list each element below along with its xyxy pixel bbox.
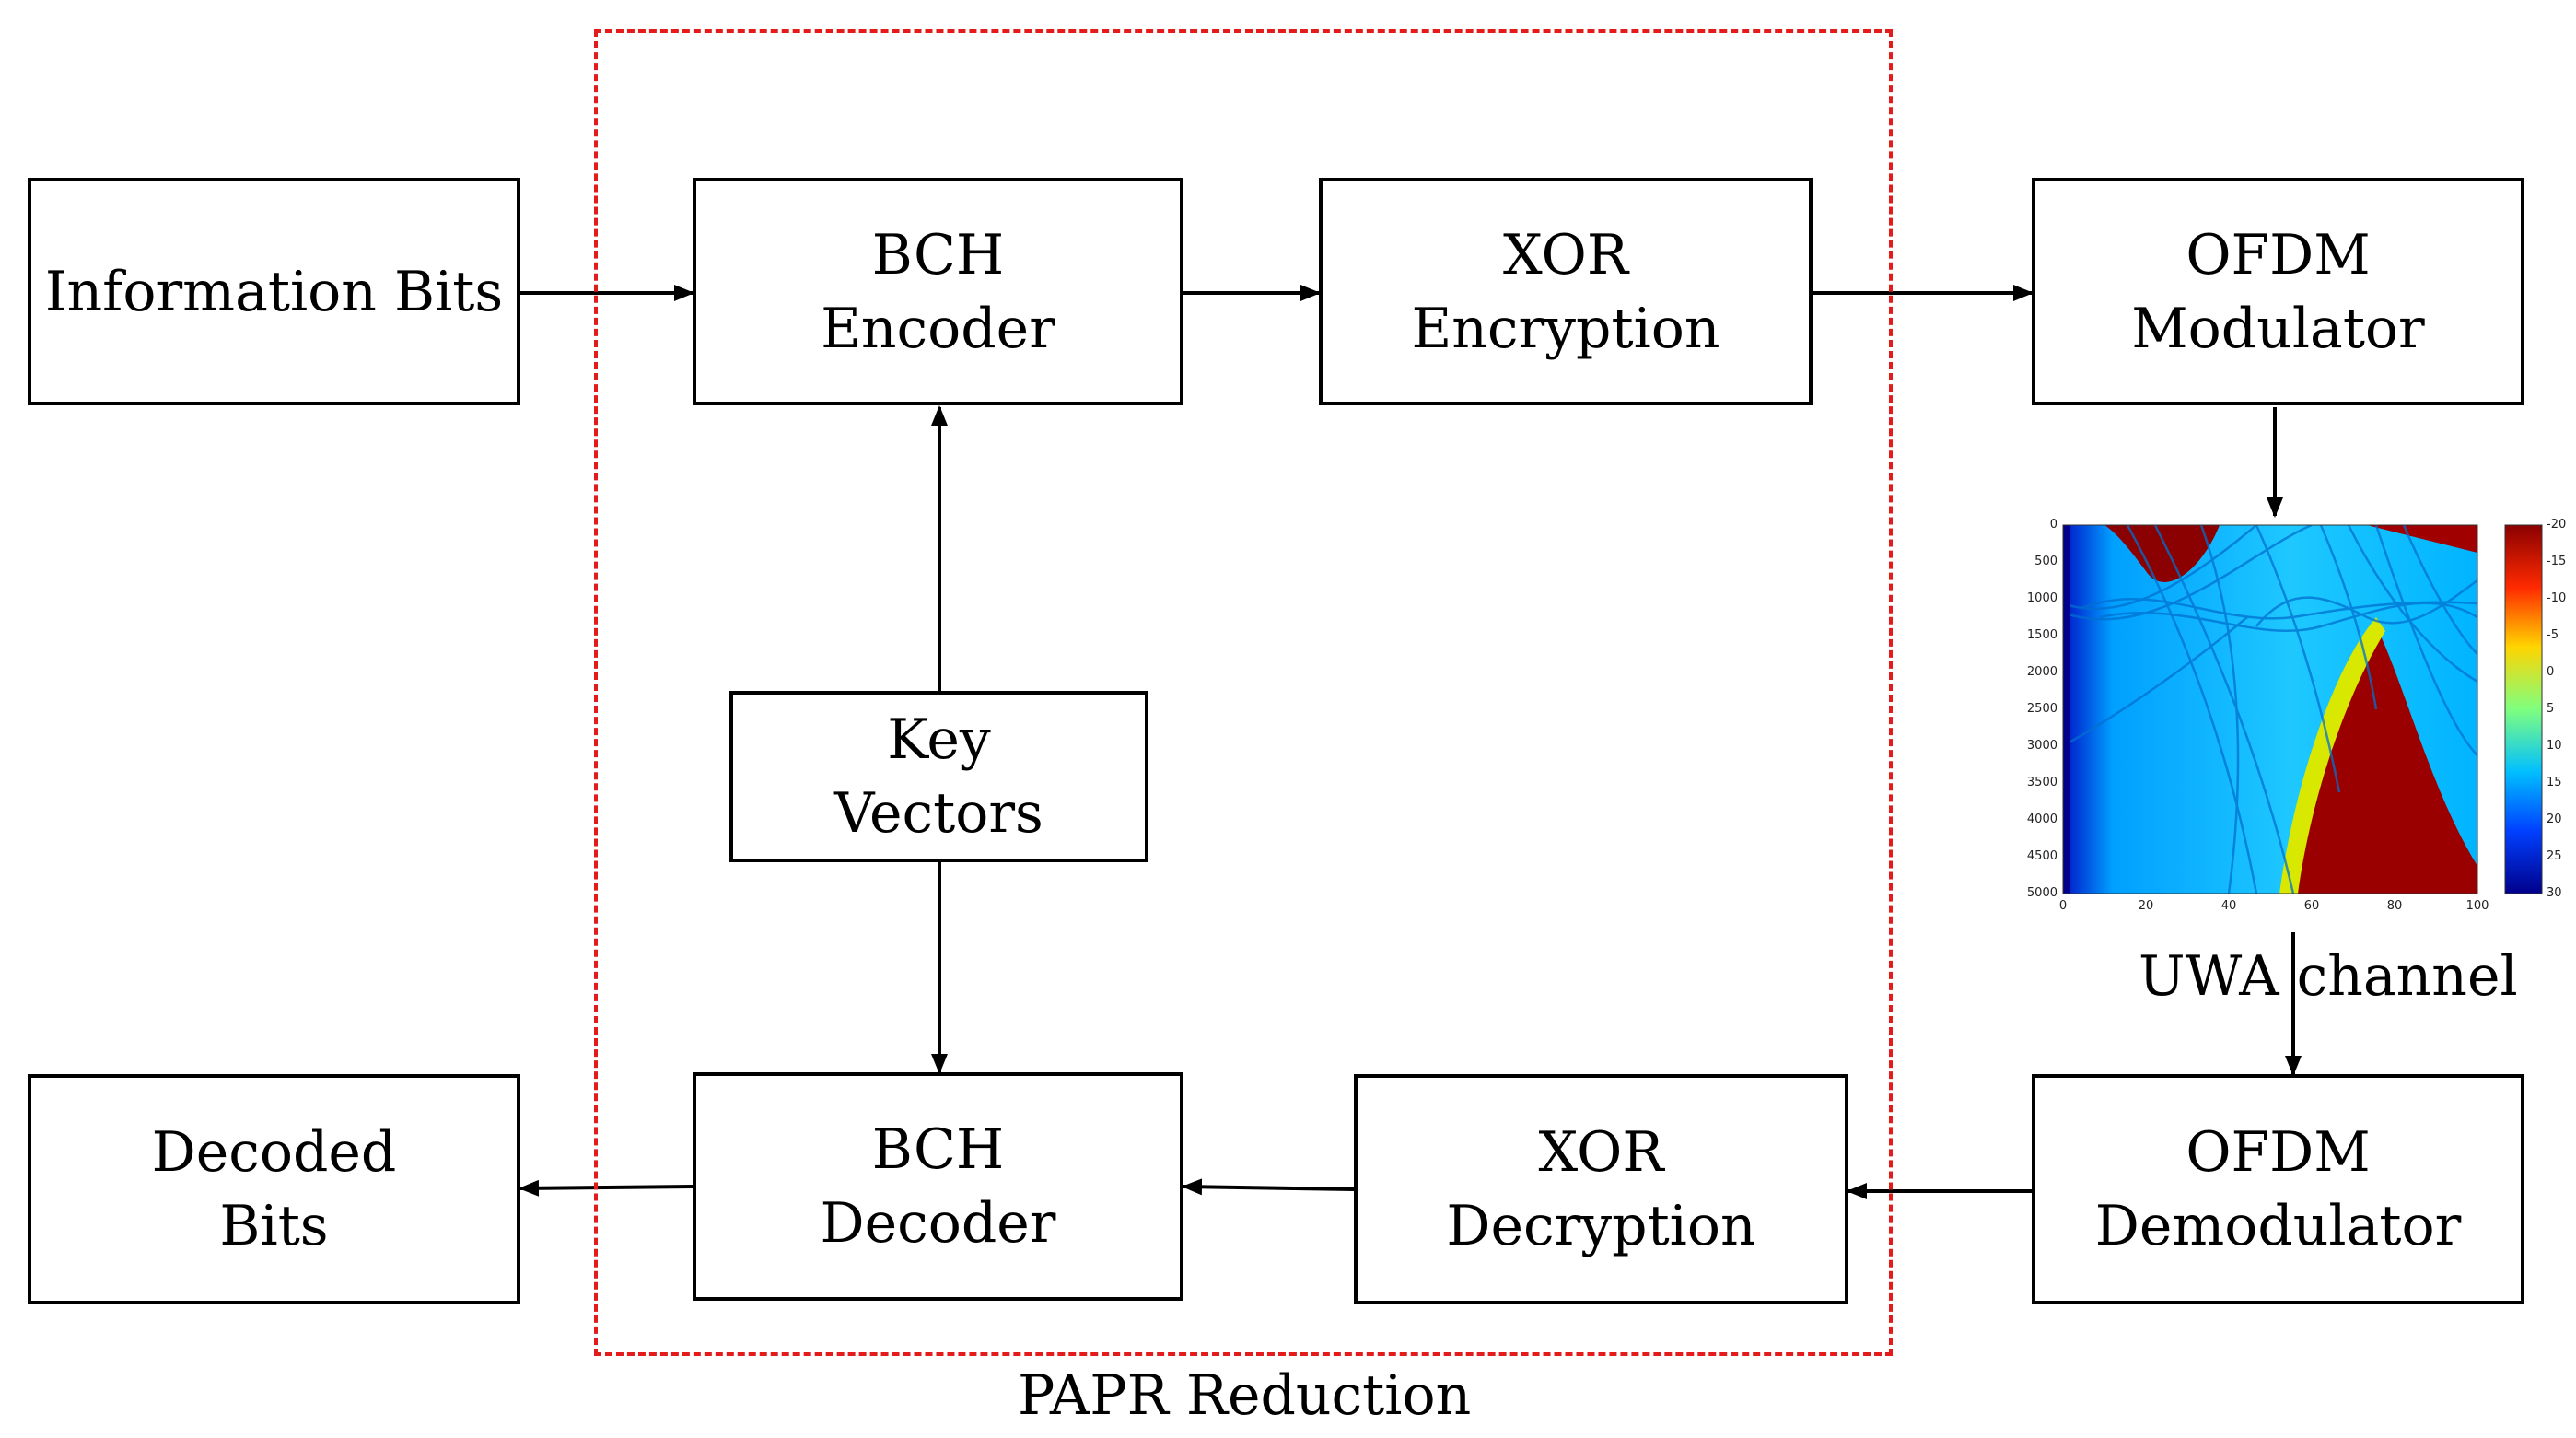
xor-decryption-box: XOR Decryption xyxy=(1354,1074,1848,1304)
ofdm-modulator-label-line1: OFDM xyxy=(2186,222,2371,287)
y-tick-label: 3500 xyxy=(2026,776,2057,789)
y-tick-label: 2000 xyxy=(2026,665,2057,679)
heatmap-red-region-left xyxy=(2104,525,2220,582)
information-bits-label: Information Bits xyxy=(44,259,504,324)
colorbar-tick-label: 0 xyxy=(2547,665,2555,679)
heatmap-yellow-band xyxy=(2279,617,2385,894)
y-tick-label: 3000 xyxy=(2026,739,2057,753)
colorbar xyxy=(2504,524,2543,894)
uwa-channel-heatmap xyxy=(2062,524,2543,894)
xor-encryption-label-line2: Encryption xyxy=(1411,296,1720,361)
y-tick-label: 5000 xyxy=(2026,886,2057,900)
decoded-bits-box: Decoded Bits xyxy=(28,1074,520,1304)
y-tick-label: 0 xyxy=(2049,518,2057,532)
key-vectors-box: Key Vectors xyxy=(729,691,1148,862)
ofdm-modulator-label-line2: Modulator xyxy=(2131,296,2425,361)
papr-reduction-label: PAPR Reduction xyxy=(1018,1363,1472,1428)
xor-encryption-box: XOR Encryption xyxy=(1319,178,1813,405)
papr-reduction-region xyxy=(594,29,1893,1356)
ofdm-modulator-box: OFDM Modulator xyxy=(2032,178,2524,405)
x-tick-label: 60 xyxy=(2303,899,2320,913)
bch-encoder-label-line1: BCH xyxy=(871,222,1005,287)
colorbar-tick-label: -10 xyxy=(2547,591,2567,605)
y-tick-label: 4500 xyxy=(2026,849,2057,863)
decoded-bits-label-line1: Decoded xyxy=(151,1120,397,1185)
colorbar-tick-label: -5 xyxy=(2547,628,2559,642)
y-tick-label: 1500 xyxy=(2026,628,2057,642)
bch-encoder-box: BCH Encoder xyxy=(693,178,1183,405)
ofdm-demodulator-label-line2: Demodulator xyxy=(2094,1194,2462,1258)
x-tick-label: 0 xyxy=(2058,899,2068,913)
ofdm-demodulator-label-line1: OFDM xyxy=(2186,1120,2371,1185)
heatmap-dark-edge xyxy=(2063,525,2070,894)
key-vectors-label-line2: Vectors xyxy=(834,781,1043,846)
heatmap-red-region-top xyxy=(2220,525,2477,553)
heatmap-red-region-right xyxy=(2293,626,2477,894)
bch-decoder-box: BCH Decoder xyxy=(693,1072,1183,1301)
x-tick-label: 40 xyxy=(2220,899,2237,913)
colorbar-tick-label: -20 xyxy=(2547,518,2567,532)
information-bits-box: Information Bits xyxy=(28,178,520,405)
x-tick-label: 80 xyxy=(2386,899,2403,913)
decoded-bits-label-line2: Bits xyxy=(219,1194,329,1258)
colorbar-tick-label: 15 xyxy=(2547,776,2562,789)
ofdm-demodulator-box: OFDM Demodulator xyxy=(2032,1074,2524,1304)
arrow-xor-to-decoder xyxy=(1182,1178,1355,1196)
xor-encryption-label-line1: XOR xyxy=(1502,222,1629,287)
x-tick-label: 20 xyxy=(2138,899,2154,913)
arrow-decoder-to-decoded xyxy=(519,1179,694,1197)
y-tick-label: 500 xyxy=(2034,555,2057,568)
colorbar-tick-label: 5 xyxy=(2547,702,2555,716)
bch-decoder-label-line2: Decoder xyxy=(820,1191,1056,1256)
colorbar-tick-label: 20 xyxy=(2547,813,2562,826)
colorbar-tick-label: 25 xyxy=(2547,849,2562,863)
uwa-channel-label: UWA channel xyxy=(2139,944,2518,1009)
y-tick-label: 2500 xyxy=(2026,702,2057,716)
xor-decryption-label-line1: XOR xyxy=(1538,1120,1664,1185)
x-tick-label: 100 xyxy=(2465,899,2489,913)
colorbar-tick-label: 10 xyxy=(2547,739,2562,753)
key-vectors-label-line1: Key xyxy=(887,707,991,772)
y-tick-label: 4000 xyxy=(2026,813,2057,826)
xor-decryption-label-line2: Decryption xyxy=(1446,1194,1756,1258)
colorbar-tick-label: 30 xyxy=(2547,886,2562,900)
bch-encoder-label-line2: Encoder xyxy=(821,296,1055,361)
colorbar-tick-label: -15 xyxy=(2547,555,2567,568)
bch-decoder-label-line1: BCH xyxy=(871,1117,1005,1182)
y-tick-label: 1000 xyxy=(2026,591,2057,605)
